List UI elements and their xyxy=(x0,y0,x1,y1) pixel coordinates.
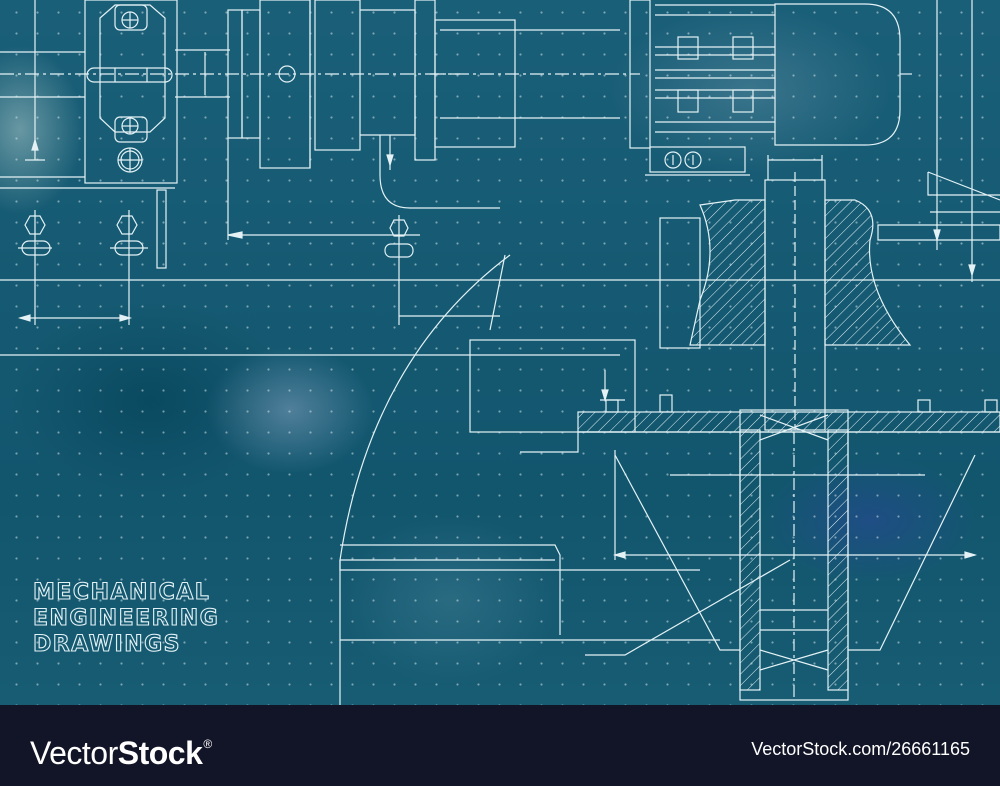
title-line-3: DRAWINGS xyxy=(32,631,182,657)
logo-light-text: Vector xyxy=(30,735,118,771)
registered-mark: ® xyxy=(203,737,212,751)
bolt-symbol xyxy=(18,210,52,325)
terminal-box xyxy=(649,146,746,173)
drawing-title: MECHANICAL ENGINEERING DRAWINGS xyxy=(32,579,220,658)
title-line-2: ENGINEERING xyxy=(32,605,220,631)
watermark-footer: VectorStock® VectorStock.com/26661165 xyxy=(0,705,1000,786)
stock-image-id: VectorStock.com/26661165 xyxy=(751,739,970,759)
logo-bold-text: Stock xyxy=(117,735,203,771)
blueprint-artwork: MECHANICAL ENGINEERING DRAWINGS xyxy=(0,0,1000,705)
title-line-1: MECHANICAL xyxy=(32,579,211,605)
vectorstock-logo: VectorStock® xyxy=(30,735,212,772)
blueprint-lines xyxy=(0,0,1000,705)
